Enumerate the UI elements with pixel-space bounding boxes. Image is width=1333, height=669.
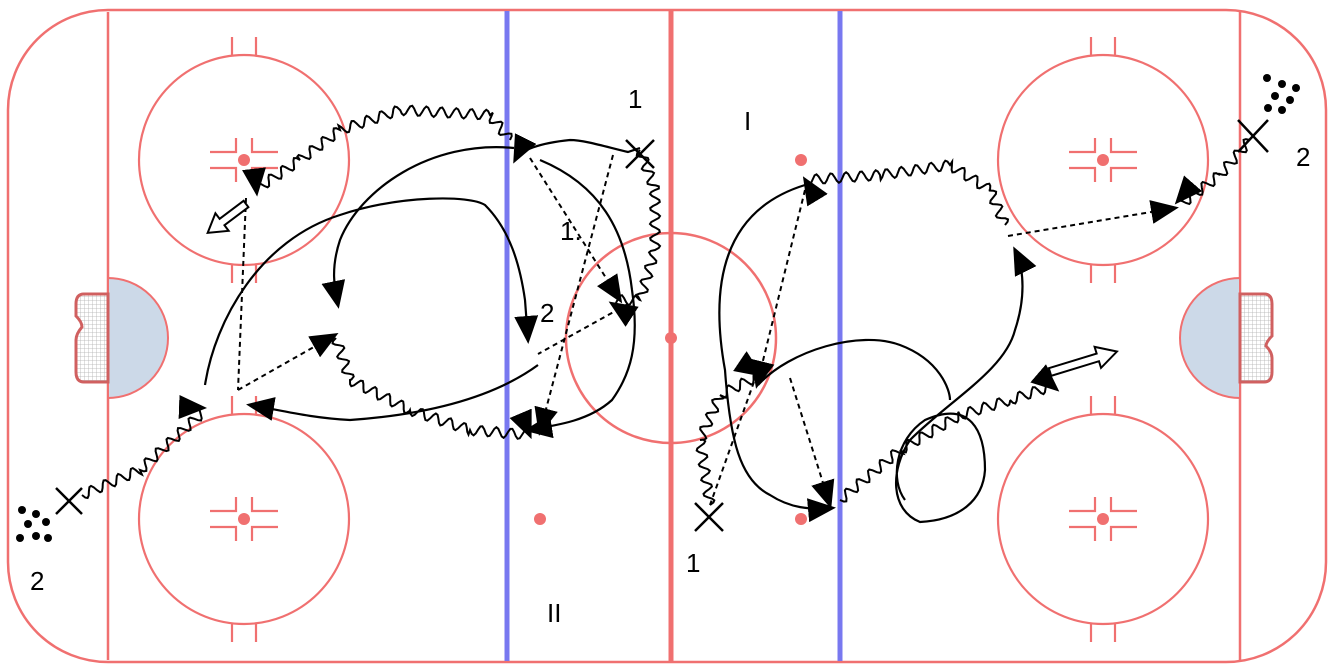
x-player-icon [55,487,83,515]
puck-carry-path [242,104,513,197]
x-player-icon [694,502,724,532]
skate-path [246,364,539,422]
puck-pile-icon [16,506,52,542]
faceoff-circle-icon [996,37,1210,283]
puck-carry-path [802,157,1010,226]
puck-carry-path [81,394,207,500]
pass-line [1007,200,1179,237]
crease-left [107,276,169,400]
player-label-right: 2 [1296,142,1310,172]
neutral-dot [534,513,546,525]
x-player-icon [1237,119,1269,153]
skate-path [718,183,836,523]
x-player-icon [625,139,655,169]
center-circle [564,231,778,445]
skate-path [757,338,952,401]
puck-carry-path [839,364,1060,503]
hollow-arrow-icon [206,199,250,235]
puck-carry-path [695,351,764,506]
neutral-dot [795,154,807,166]
pass-line [529,157,623,304]
rink-markings [6,8,1328,664]
puck-carry-path [1174,138,1251,206]
skate-path [513,133,641,164]
pass-label-two: 2 [540,298,554,328]
pass-line [537,303,629,355]
player-label-bottom-center: 1 [686,548,700,578]
zone-label-one: I [744,106,751,136]
puck-pile-icon [1263,74,1300,114]
faceoff-circle-icon [137,396,351,642]
pass-line [237,333,339,391]
pass-line [751,189,806,389]
faceoff-circle-icon [996,396,1210,642]
pass-line [534,154,614,436]
pass-line [789,377,835,509]
skate-path [321,146,515,309]
skate-path [894,246,1037,524]
boards [6,8,1328,664]
center-dot [665,332,677,344]
skate-path [203,197,539,386]
drill-paths [16,74,1300,542]
zone-label-two: II [547,598,561,628]
hollow-arrow-icon [1047,345,1119,378]
puck-carry-path [331,337,532,440]
neutral-dot [795,513,807,525]
crease-right [1179,276,1241,400]
pass-label-one: 1. [560,216,582,246]
player-label-top-center: 1 [628,84,642,114]
goal-net-icon [1238,292,1274,384]
player-label-left: 2 [30,566,44,596]
goal-net-icon [74,292,110,384]
puck-carry-path [608,149,662,327]
skate-path [524,158,636,439]
pass-line [709,364,761,506]
